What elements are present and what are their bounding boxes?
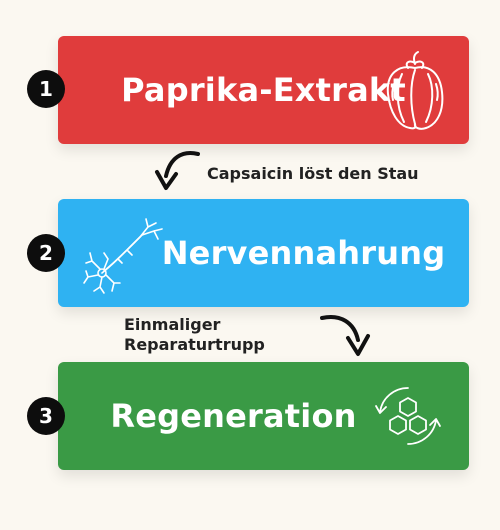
step-1-number-badge: 1	[27, 70, 65, 108]
curved-arrow-icon	[155, 151, 200, 190]
note-einmaliger: Einmaliger	[124, 315, 221, 334]
step-3-title: Regeneration	[110, 397, 357, 435]
step-3-box: Regeneration	[58, 362, 469, 470]
note-capsaicin: Capsaicin löst den Stau	[207, 164, 419, 183]
regeneration-cycle-icon	[375, 387, 441, 445]
step-2-box: Nervennahrung	[58, 199, 469, 307]
step-1-number: 1	[39, 77, 53, 101]
step-2-number-badge: 2	[27, 234, 65, 272]
step-3-number-badge: 3	[27, 397, 65, 435]
bell-pepper-icon	[386, 51, 444, 130]
note-reparaturtrupp: Reparaturtrupp	[124, 335, 265, 354]
step-1-title: Paprika-Extrakt	[121, 71, 406, 109]
step-2-title: Nervennahrung	[161, 234, 446, 272]
step-1-box: Paprika-Extrakt	[58, 36, 469, 144]
step-3-number: 3	[39, 404, 53, 428]
curved-arrow-icon	[320, 315, 370, 356]
step-2-number: 2	[39, 241, 53, 265]
neuron-icon	[83, 218, 163, 294]
